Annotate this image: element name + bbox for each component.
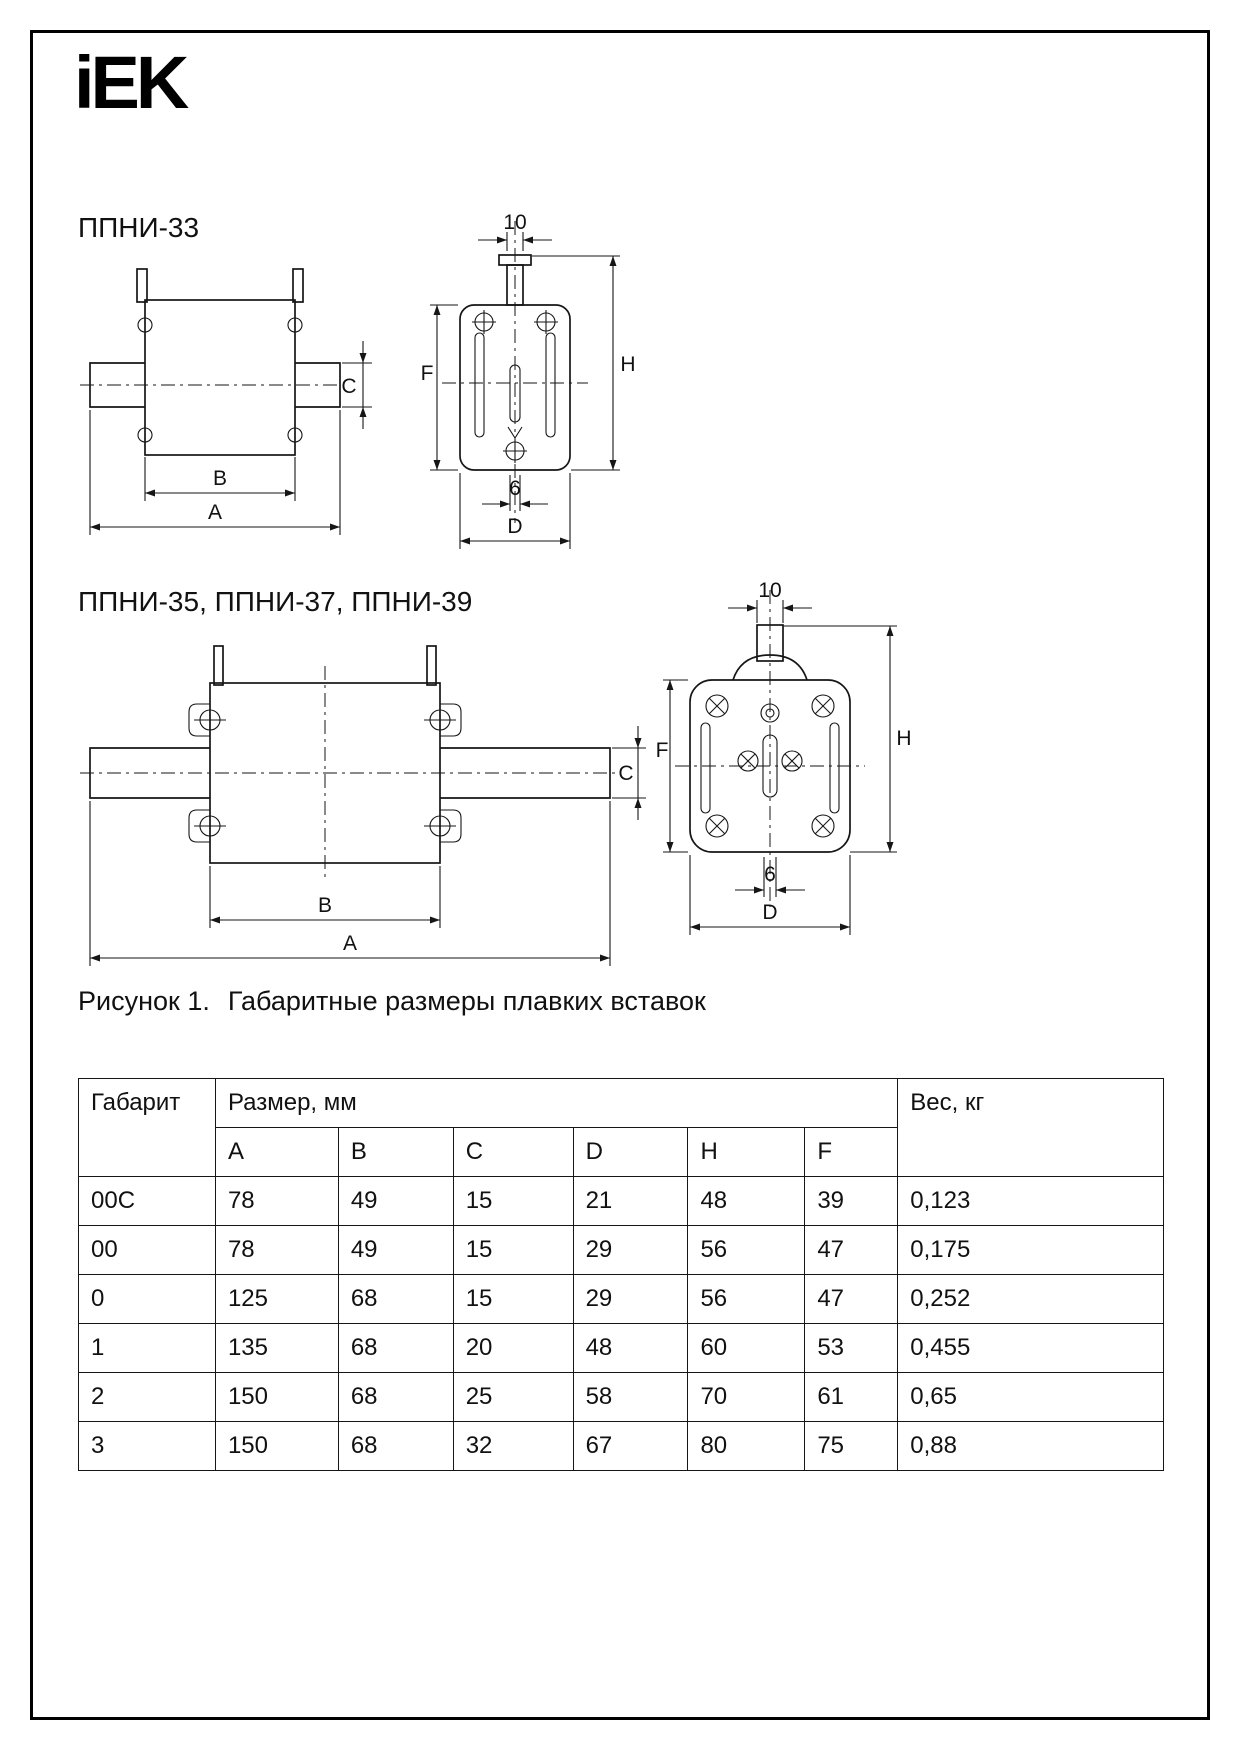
col-header-h: H <box>687 1127 806 1177</box>
figure-caption-number: Рисунок 1. <box>78 986 210 1016</box>
drawing-ppni33-side-view: C B A <box>80 268 372 535</box>
cell-gabarit: 2 <box>78 1372 216 1422</box>
dim-f-label: F <box>656 739 669 762</box>
figure-caption: Рисунок 1. Габаритные размеры плавких вст… <box>78 986 706 1017</box>
col-header-a: A <box>214 1127 339 1177</box>
col-header-gabarit: Габарит <box>78 1078 216 1177</box>
cell-b: 68 <box>337 1421 454 1471</box>
dim-6-label: 6 <box>764 863 776 886</box>
cell-d: 48 <box>572 1323 689 1373</box>
cell-gabarit: 00C <box>78 1176 216 1226</box>
cell-f: 61 <box>804 1372 899 1422</box>
table-header-row-2: A B C D H F <box>79 1127 1164 1177</box>
cell-gabarit: 3 <box>78 1421 216 1471</box>
drawing-ppni35-side-view: C B A <box>80 645 646 966</box>
cell-a: 78 <box>214 1225 339 1275</box>
cell-d: 67 <box>572 1421 689 1471</box>
cell-d: 29 <box>572 1225 689 1275</box>
dim-h-label: H <box>896 727 911 750</box>
dim-10-label: 10 <box>503 211 526 234</box>
cell-f: 53 <box>804 1323 899 1373</box>
table-row: 00C 78 49 15 21 48 39 0,123 <box>78 1176 1164 1226</box>
figure-caption-text: Габаритные размеры плавких вставок <box>227 986 706 1016</box>
cell-f: 75 <box>804 1421 899 1471</box>
cell-f: 47 <box>804 1274 899 1324</box>
cell-d: 58 <box>572 1372 689 1422</box>
cell-d: 29 <box>572 1274 689 1324</box>
cell-b: 68 <box>337 1372 454 1422</box>
cell-weight: 0,88 <box>897 1421 1164 1471</box>
drawing-ppni35-front-view: 10 F <box>656 579 912 935</box>
cell-weight: 0,455 <box>897 1323 1164 1373</box>
cell-weight: 0,65 <box>897 1372 1164 1422</box>
cell-a: 150 <box>214 1372 339 1422</box>
cell-h: 56 <box>687 1274 806 1324</box>
dim-10-label: 10 <box>758 579 781 602</box>
table-row: 1 135 68 20 48 60 53 0,455 <box>78 1323 1164 1373</box>
cell-d: 21 <box>572 1176 689 1226</box>
cell-f: 47 <box>804 1225 899 1275</box>
cell-h: 48 <box>687 1176 806 1226</box>
dim-a-label: A <box>208 501 222 524</box>
iek-logo: iEK <box>74 41 189 124</box>
cell-c: 20 <box>452 1323 574 1373</box>
dimensions-table: Габарит Размер, мм Вес, кг A B C D H F 0… <box>78 1078 1164 1471</box>
col-header-weight: Вес, кг <box>897 1078 1164 1177</box>
dim-d-label: D <box>762 901 777 924</box>
cell-a: 125 <box>214 1274 339 1324</box>
col-header-b: B <box>337 1127 454 1177</box>
table-row: 3 150 68 32 67 80 75 0,88 <box>78 1421 1164 1471</box>
cell-h: 56 <box>687 1225 806 1275</box>
cell-h: 70 <box>687 1372 806 1422</box>
cell-c: 32 <box>452 1421 574 1471</box>
dim-b-label: B <box>213 467 227 490</box>
cell-a: 78 <box>214 1176 339 1226</box>
cell-b: 68 <box>337 1323 454 1373</box>
dim-c-label: C <box>618 762 633 785</box>
cell-a: 135 <box>214 1323 339 1373</box>
dim-d-label: D <box>507 515 522 538</box>
col-header-size: Размер, мм <box>214 1078 899 1128</box>
dim-a-label: A <box>343 932 357 955</box>
cell-a: 150 <box>214 1421 339 1471</box>
cell-gabarit: 00 <box>78 1225 216 1275</box>
dim-f-label: F <box>421 362 434 385</box>
drawing-ppni33-front-view: 10 F H <box>421 211 636 549</box>
section-label-ppni35-37-39: ППНИ-35, ППНИ-37, ППНИ-39 <box>78 586 473 617</box>
cell-c: 15 <box>452 1225 574 1275</box>
cell-weight: 0,175 <box>897 1225 1164 1275</box>
cell-b: 49 <box>337 1176 454 1226</box>
cell-c: 15 <box>452 1176 574 1226</box>
cell-weight: 0,252 <box>897 1274 1164 1324</box>
cell-h: 80 <box>687 1421 806 1471</box>
dim-6-label: 6 <box>509 477 521 500</box>
table-row: 2 150 68 25 58 70 61 0,65 <box>78 1372 1164 1422</box>
section-label-ppni33: ППНИ-33 <box>78 212 200 243</box>
col-header-f: F <box>804 1127 899 1177</box>
cell-c: 25 <box>452 1372 574 1422</box>
cell-gabarit: 1 <box>78 1323 216 1373</box>
dim-c-label: C <box>341 375 356 398</box>
dim-h-label: H <box>620 353 635 376</box>
col-header-c: C <box>452 1127 574 1177</box>
cell-gabarit: 0 <box>78 1274 216 1324</box>
table-row: 0 125 68 15 29 56 47 0,252 <box>78 1274 1164 1324</box>
cell-weight: 0,123 <box>897 1176 1164 1226</box>
cell-b: 49 <box>337 1225 454 1275</box>
table-row: 00 78 49 15 29 56 47 0,175 <box>78 1225 1164 1275</box>
cell-c: 15 <box>452 1274 574 1324</box>
dim-b-label: B <box>318 894 332 917</box>
cell-f: 39 <box>804 1176 899 1226</box>
table-header-row-1: Габарит Размер, мм Вес, кг <box>78 1078 1164 1177</box>
cell-b: 68 <box>337 1274 454 1324</box>
cell-h: 60 <box>687 1323 806 1373</box>
col-header-d: D <box>572 1127 689 1177</box>
